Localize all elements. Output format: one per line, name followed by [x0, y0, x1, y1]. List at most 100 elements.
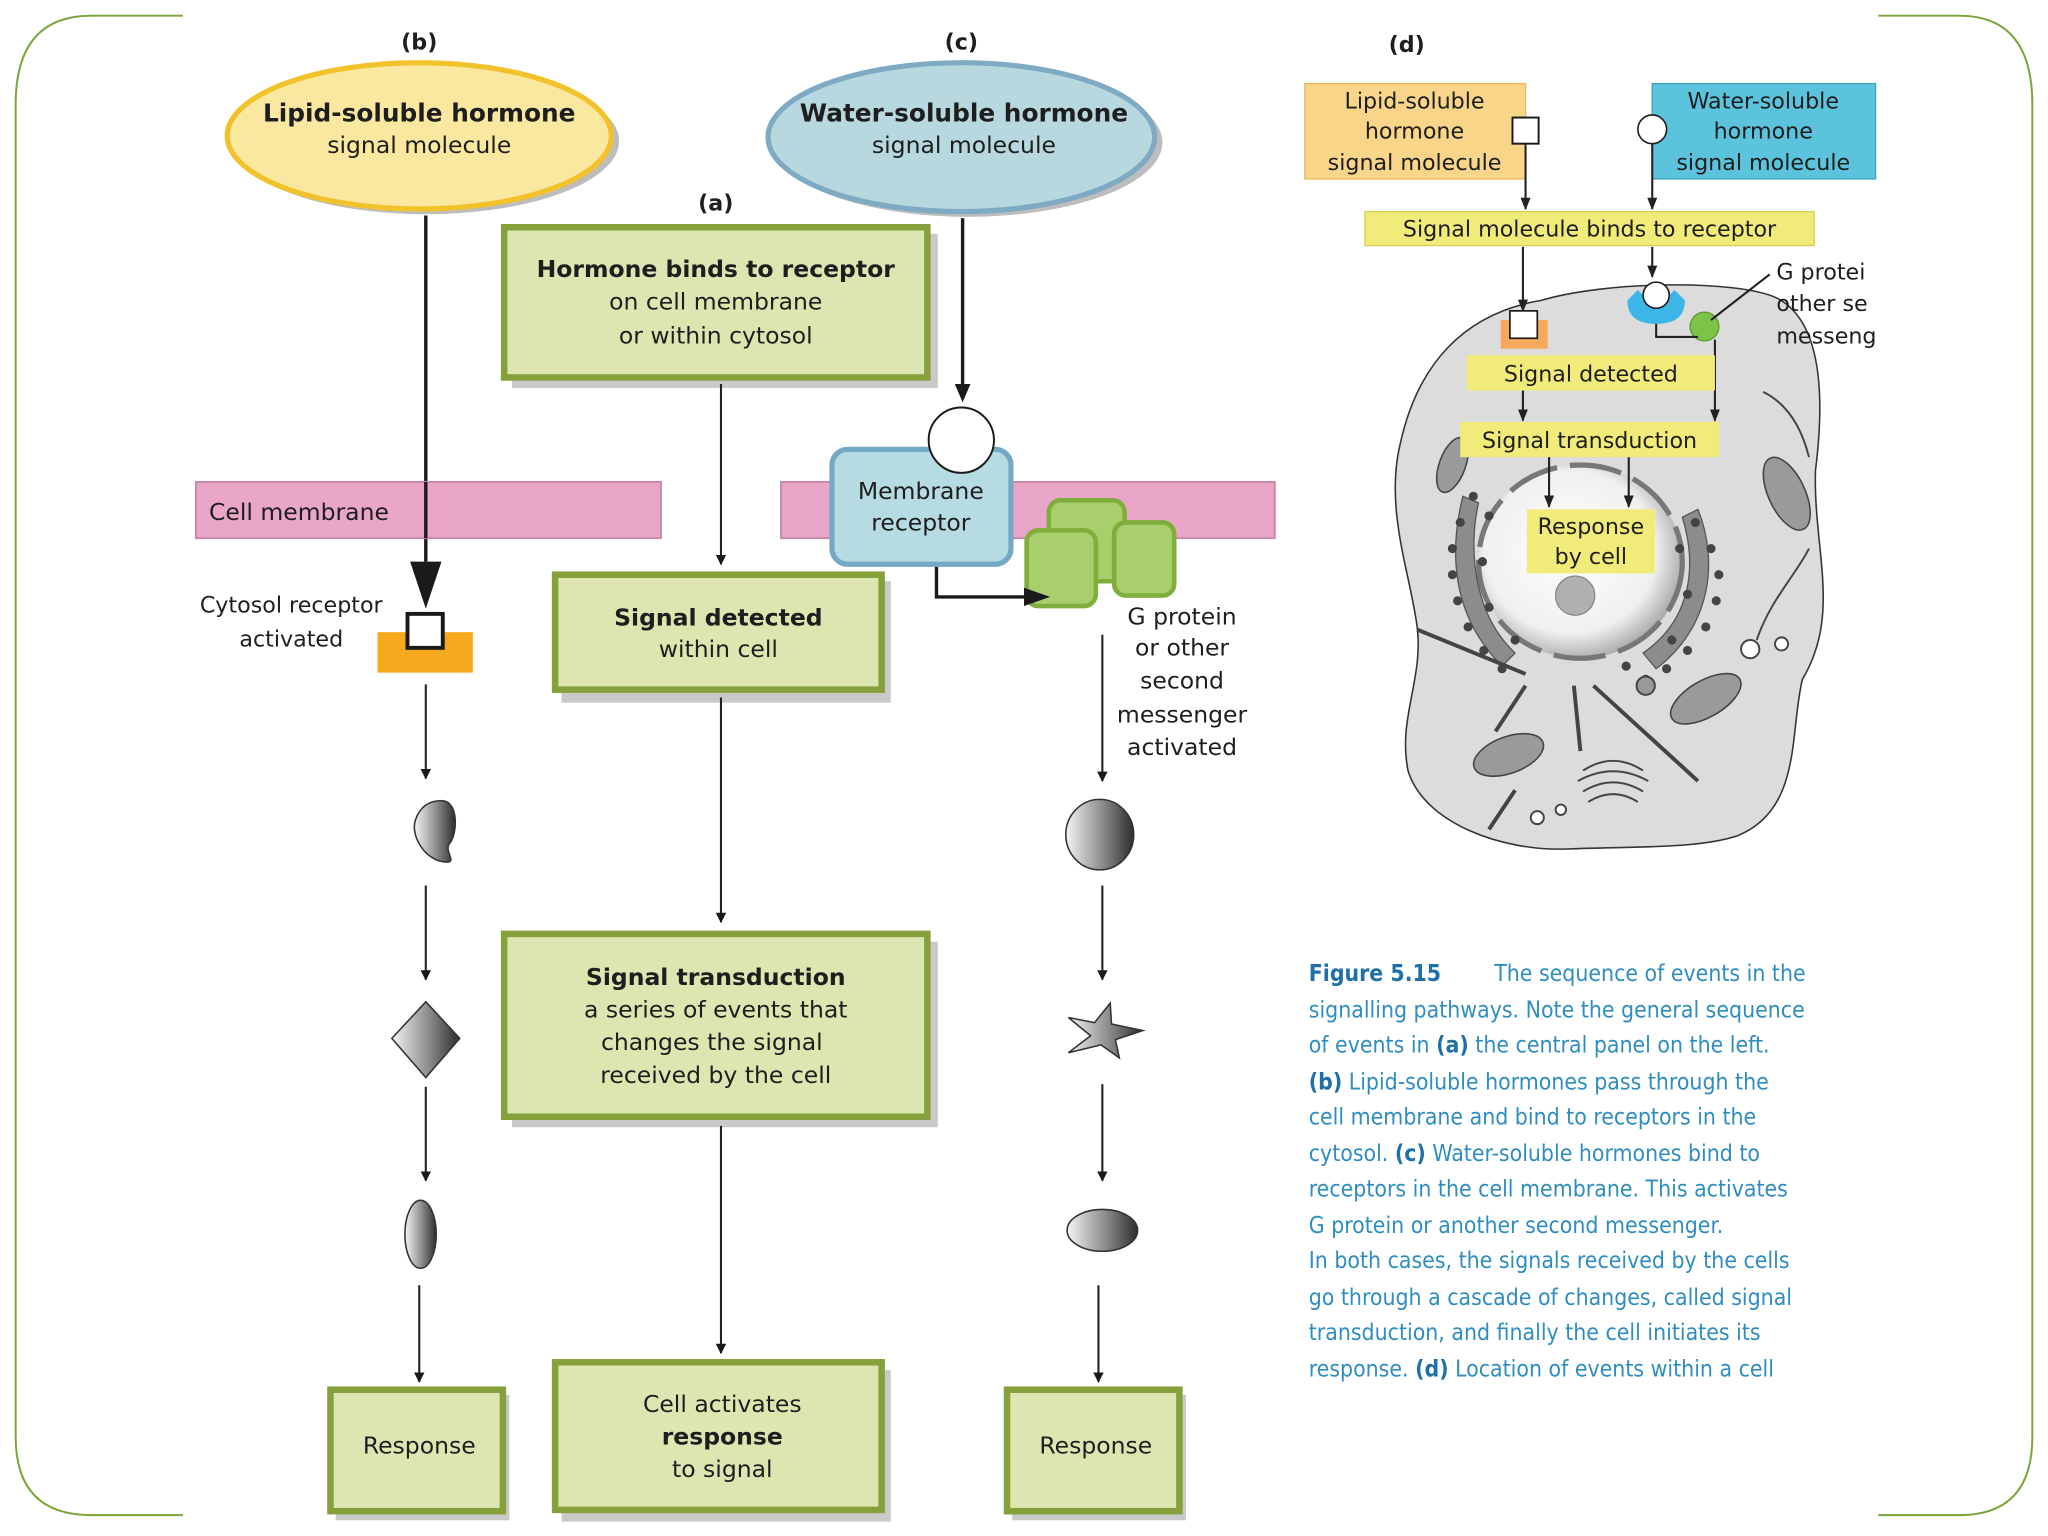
response-c-label: Response	[1039, 1432, 1152, 1460]
d-bound-square	[1509, 310, 1539, 340]
d-gprotein-label-1: G protei	[1776, 260, 1865, 286]
diamond-molecule	[390, 1000, 461, 1079]
step4-line1: Cell activates	[643, 1390, 802, 1418]
d-water-box	[1651, 82, 1877, 180]
panel-label-c: (c)	[945, 30, 978, 56]
panel-label-a: (a)	[698, 190, 733, 216]
caption-line: (b) Lipid-soluble hormones pass through …	[1309, 1069, 1769, 1095]
d-bound-circle	[1642, 281, 1671, 310]
d-detected-box	[1466, 355, 1715, 391]
water-hormone-ellipse	[765, 60, 1158, 215]
d-transduction-box	[1460, 421, 1719, 458]
d-lipid-square	[1511, 116, 1540, 145]
narrow-ellipse-molecule	[404, 1199, 438, 1270]
caption-line: transduction, and finally the cell initi…	[1309, 1320, 1761, 1346]
step4-line2: response	[662, 1423, 783, 1451]
step3-line3: received by the cell	[600, 1061, 831, 1089]
gprotein-label-5: activated	[1127, 733, 1237, 761]
d-lipid-line2: hormone	[1365, 118, 1464, 144]
caption-text: receptors in the cell membrane. This act…	[1309, 1176, 1788, 1202]
d-response-box	[1526, 509, 1655, 574]
step4-box	[551, 1359, 885, 1514]
caption-text: Location of events within a cell	[1449, 1357, 1774, 1383]
gprotein-label-4: messenger	[1117, 700, 1248, 728]
frame-top-left	[14, 14, 183, 1517]
step3-box	[500, 930, 931, 1120]
flat-ellipse-molecule	[1066, 1208, 1139, 1253]
d-arrow-receptor-gprotein	[1655, 323, 1698, 339]
step2-title: Signal detected	[614, 604, 822, 632]
lipid-hormone-ellipse	[224, 60, 614, 212]
step3-line1: a series of events that	[584, 995, 847, 1023]
step1-line1: on cell membrane	[609, 288, 822, 316]
hormone-square-bound	[405, 611, 445, 650]
frame-right	[1878, 14, 2034, 1517]
star-molecule	[1067, 1001, 1146, 1060]
caption-panel-ref: (b)	[1309, 1069, 1343, 1095]
step3-line2: changes the signal	[601, 1028, 823, 1056]
cytosol-label-1: Cytosol receptor	[200, 593, 384, 619]
arrowhead-receptor-to-gprotein	[1024, 587, 1051, 607]
d-water-circle	[1637, 114, 1668, 145]
caption-text: Water-soluble hormones bind to	[1426, 1141, 1760, 1167]
caption-line: G protein or another second messenger.	[1309, 1213, 1724, 1239]
caption-text: cytosol.	[1309, 1141, 1395, 1167]
caption-line: receptors in the cell membrane. This act…	[1309, 1176, 1788, 1202]
arrowhead-c-1	[954, 384, 971, 403]
panel-label-d: (d)	[1389, 32, 1425, 58]
caption-text: of events in	[1309, 1033, 1436, 1059]
caption-text: signalling pathways. Note the general se…	[1309, 997, 1805, 1023]
caption-line: of events in (a) the central panel on th…	[1309, 1033, 1770, 1059]
d-gprotein-label-3: messeng	[1776, 324, 1876, 350]
oval-molecule	[1065, 798, 1135, 871]
arrow-receptor-to-gprotein	[934, 566, 1030, 599]
caption-line: The sequence of events in the	[1493, 961, 1805, 987]
d-lipid-line3: signal molecule	[1328, 150, 1502, 176]
water-ellipse-sub: signal molecule	[872, 131, 1056, 159]
nucleolus	[1554, 575, 1596, 616]
water-ellipse-title: Water-soluble hormone	[800, 98, 1128, 127]
response-box-b	[327, 1386, 507, 1515]
caption-line: response. (d) Location of events within …	[1309, 1357, 1774, 1383]
caption-text: cell membrane and bind to receptors in t…	[1309, 1105, 1756, 1131]
d-water-line1: Water-soluble	[1688, 88, 1839, 114]
d-lipid-box	[1304, 82, 1527, 180]
caption-line: In both cases, the signals received by t…	[1309, 1248, 1790, 1274]
caption-text: the central panel on the left.	[1469, 1033, 1770, 1059]
arrowhead-b-1	[410, 561, 442, 609]
step1-box	[500, 224, 931, 381]
caption-figure-number: Figure 5.15	[1309, 961, 1441, 987]
d-response-line2: by cell	[1555, 544, 1627, 570]
panel-label-b: (b)	[401, 30, 437, 56]
d-lipid-line1: Lipid-soluble	[1344, 88, 1484, 114]
caption-panel-ref: (a)	[1436, 1033, 1469, 1059]
d-water-line2: hormone	[1714, 118, 1813, 144]
caption-text: G protein or another second messenger.	[1309, 1213, 1724, 1239]
cell-membrane-label: Cell membrane	[209, 498, 389, 526]
gprotein-label-2: or other	[1135, 634, 1229, 662]
caption-text: The sequence of events in the	[1493, 961, 1805, 987]
step2-box	[551, 571, 885, 693]
d-water-line3: signal molecule	[1676, 150, 1850, 176]
figure-caption: Figure 5.15 The sequence of events in th…	[1309, 961, 1806, 1383]
caption-panel-ref: (c)	[1395, 1141, 1426, 1167]
caption-line: cell membrane and bind to receptors in t…	[1309, 1105, 1756, 1131]
golgi-and-cytoskeleton	[1416, 390, 1810, 831]
d-binds-label: Signal molecule binds to receptor	[1403, 216, 1777, 242]
caption-text: response.	[1309, 1357, 1415, 1383]
step1-line2: or within cytosol	[619, 322, 813, 350]
caption-panel-ref: (d)	[1415, 1357, 1449, 1383]
caption-line: go through a cascade of changes, called …	[1309, 1285, 1792, 1311]
caption-text: In both cases, the signals received by t…	[1309, 1248, 1790, 1274]
lipid-ellipse-title: Lipid-soluble hormone	[263, 98, 576, 127]
gprotein-label-3: second	[1140, 666, 1224, 694]
d-transduction-label: Signal transduction	[1482, 428, 1697, 454]
water-hormone-circle	[927, 406, 995, 474]
step1-title: Hormone binds to receptor	[537, 255, 896, 283]
step3-title: Signal transduction	[586, 963, 846, 991]
step4-line3: to signal	[672, 1455, 773, 1483]
response-b-label: Response	[363, 1432, 476, 1460]
bean-molecule	[413, 799, 457, 863]
response-box-c	[1003, 1386, 1183, 1515]
